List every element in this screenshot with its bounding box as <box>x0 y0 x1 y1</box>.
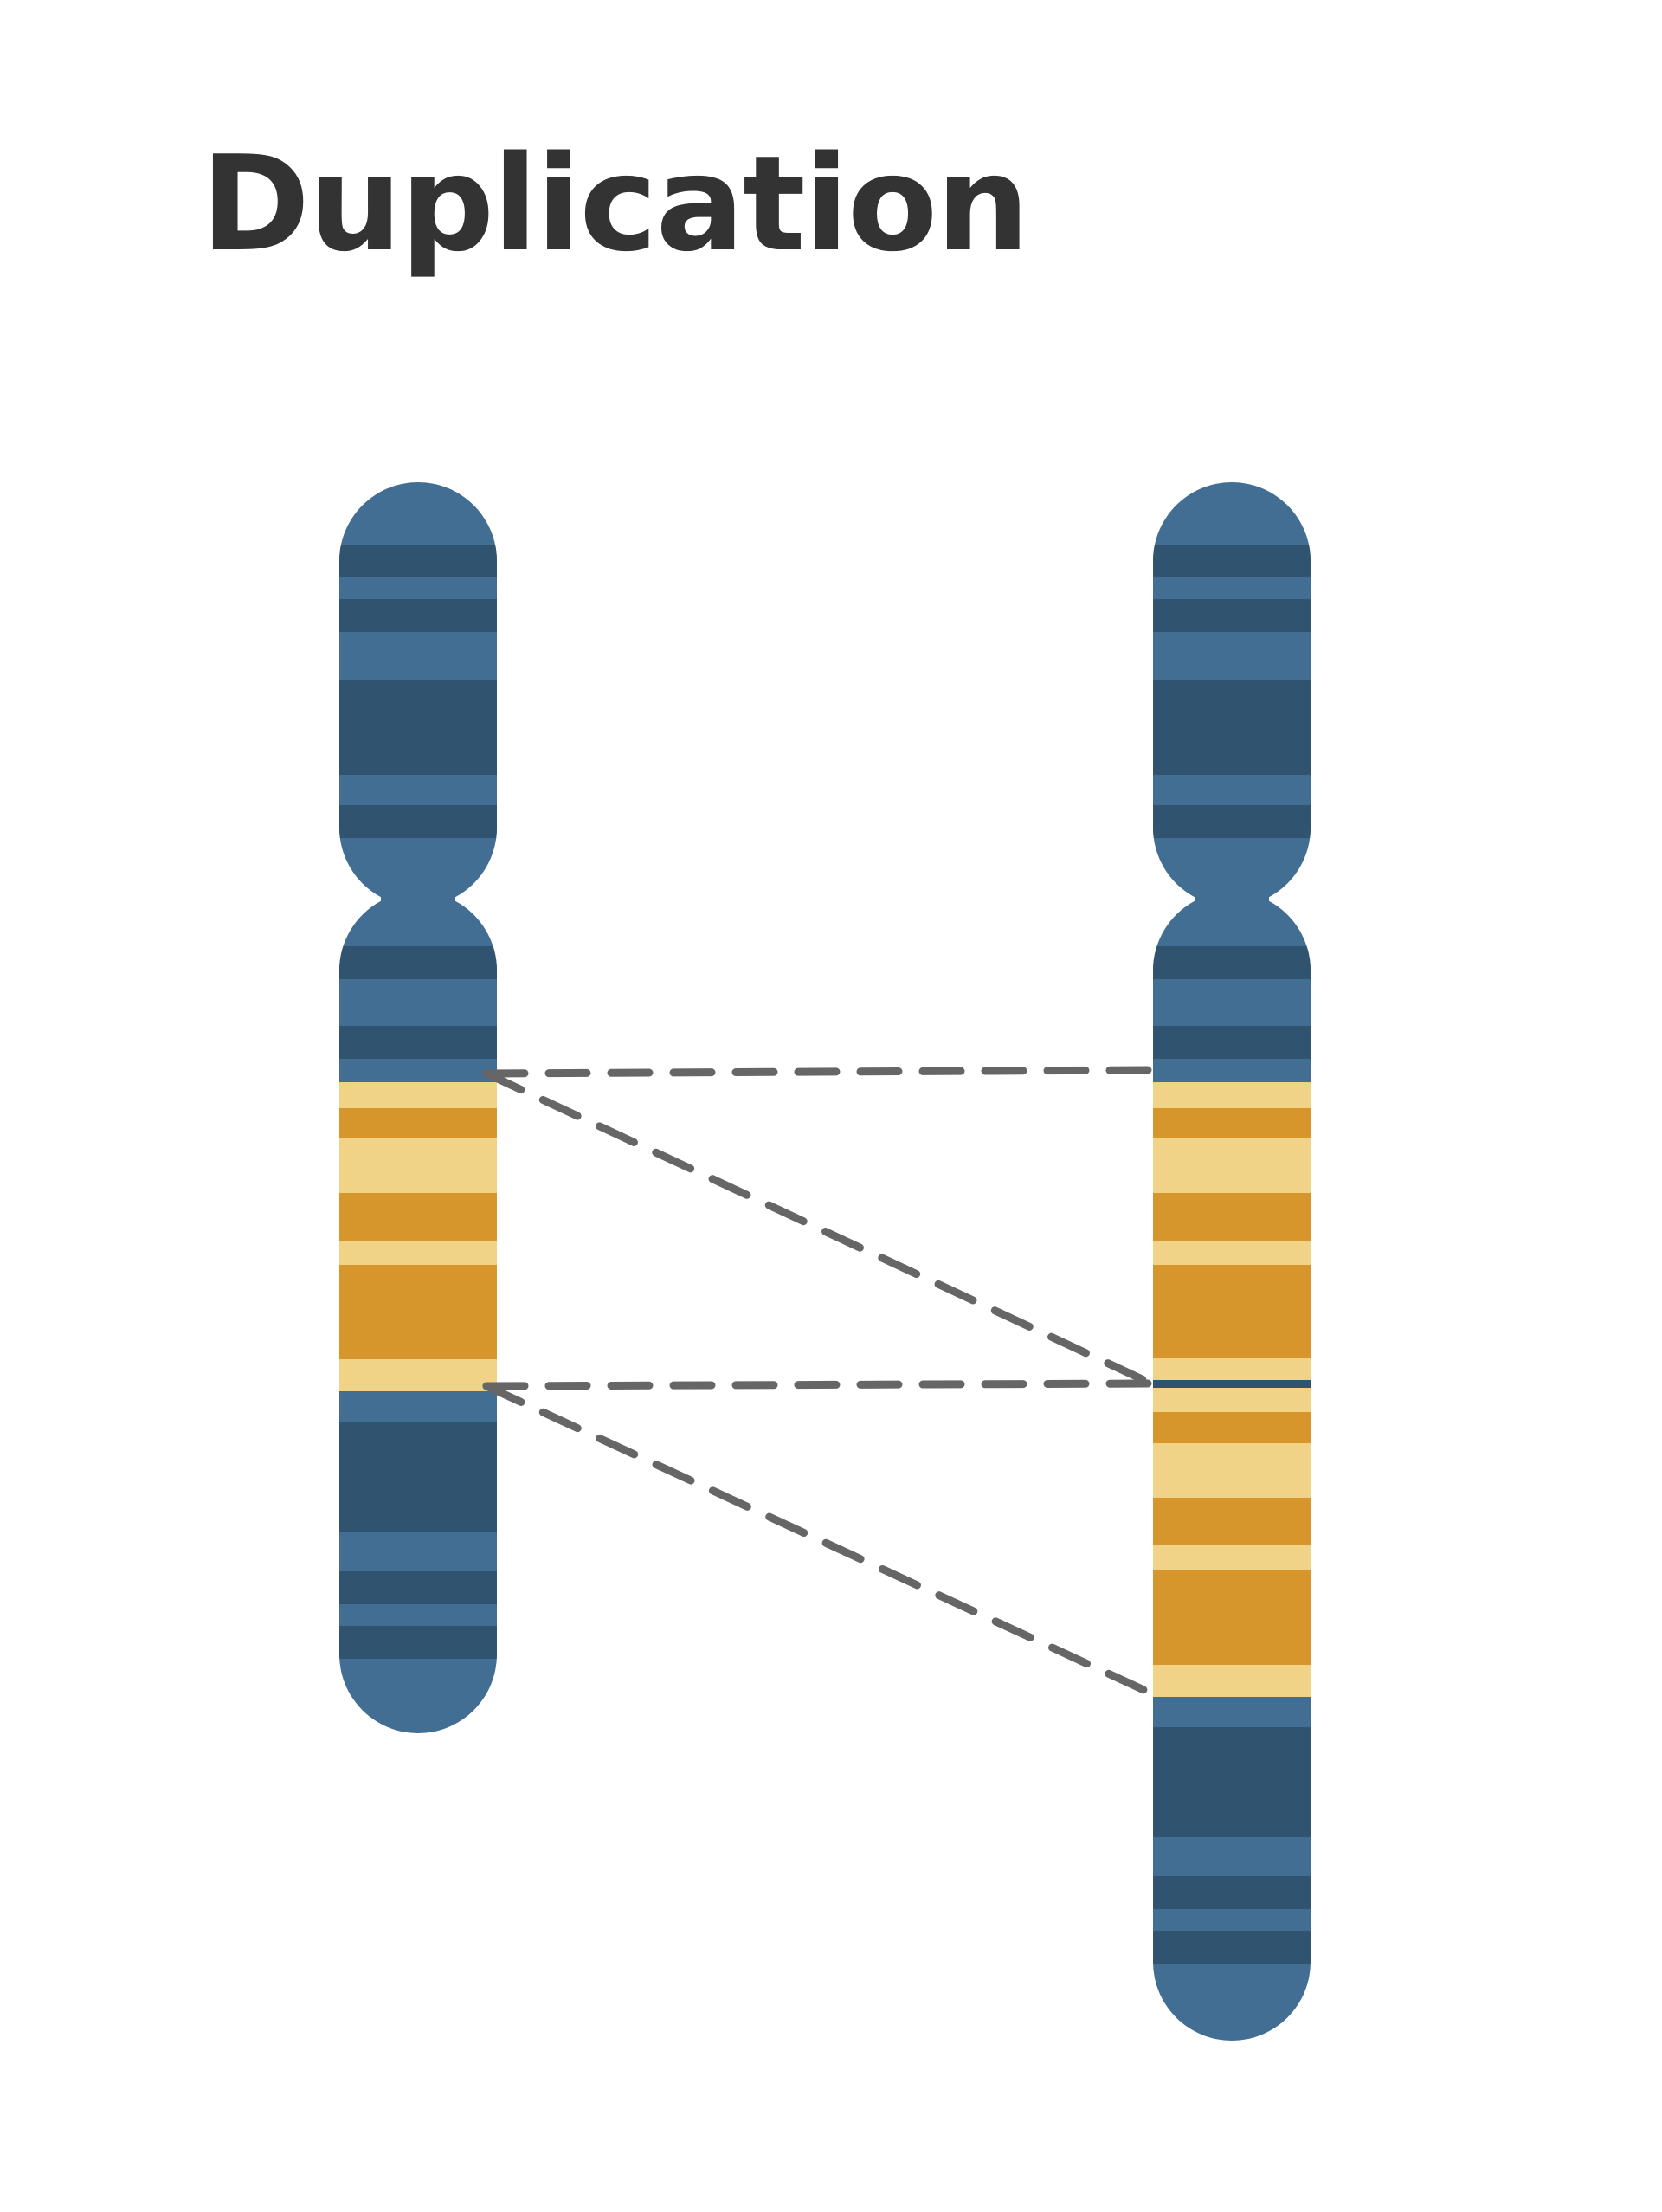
band-dark <box>339 1422 497 1532</box>
segment-band-orange <box>339 1265 497 1359</box>
duplication-junction <box>1153 1380 1311 1388</box>
band-dark <box>1153 545 1311 577</box>
connector-start-to-junction <box>482 1069 1156 1388</box>
band-dark <box>339 805 497 838</box>
segment-band-orange <box>1153 1265 1311 1358</box>
band-dark <box>339 680 497 775</box>
band-dark <box>1153 805 1311 838</box>
band-dark <box>339 545 497 577</box>
segment-band-light <box>339 1241 497 1265</box>
segment-band-light <box>1153 1138 1311 1193</box>
normal-chromosome <box>339 482 497 1733</box>
connector-segment-start <box>482 1066 1156 1078</box>
segment-band-orange <box>339 1108 497 1138</box>
band-dark <box>1153 946 1311 979</box>
connector-lines <box>482 1066 1156 1698</box>
band-dark <box>1153 680 1311 775</box>
segment-band-light <box>339 1082 497 1108</box>
band-dark <box>1153 1727 1311 1837</box>
segment-band-light <box>1153 1241 1311 1265</box>
segment-band-light <box>339 1359 497 1391</box>
segment-band-light <box>1153 1082 1311 1108</box>
band-dark <box>339 1626 497 1659</box>
segment-band-orange <box>1153 1498 1311 1545</box>
connector-segment-end <box>482 1379 1156 1390</box>
segment-band-light <box>1153 1388 1311 1412</box>
band-dark <box>339 946 497 979</box>
segment-band-orange <box>1153 1193 1311 1241</box>
segment-band-light <box>1153 1358 1311 1380</box>
segment-band-orange <box>1153 1412 1311 1443</box>
band-dark <box>1153 599 1311 632</box>
diagram-title: Duplication <box>201 127 1029 281</box>
segment-band-orange <box>1153 1570 1311 1665</box>
band-dark <box>1153 1931 1311 1964</box>
connector-end-to-copy-end <box>482 1382 1156 1698</box>
segment-band-light <box>1153 1443 1311 1498</box>
band-dark <box>1153 1876 1311 1909</box>
duplicated-chromosome <box>1153 482 1311 2041</box>
band-dark <box>339 1026 497 1059</box>
band-dark <box>1153 1026 1311 1059</box>
segment-band-orange <box>1153 1108 1311 1138</box>
band-dark <box>339 599 497 632</box>
segment-band-orange <box>339 1193 497 1241</box>
segment-band-light <box>1153 1545 1311 1570</box>
segment-band-light <box>339 1138 497 1193</box>
segment-band-light <box>1153 1665 1311 1697</box>
band-dark <box>339 1571 497 1604</box>
